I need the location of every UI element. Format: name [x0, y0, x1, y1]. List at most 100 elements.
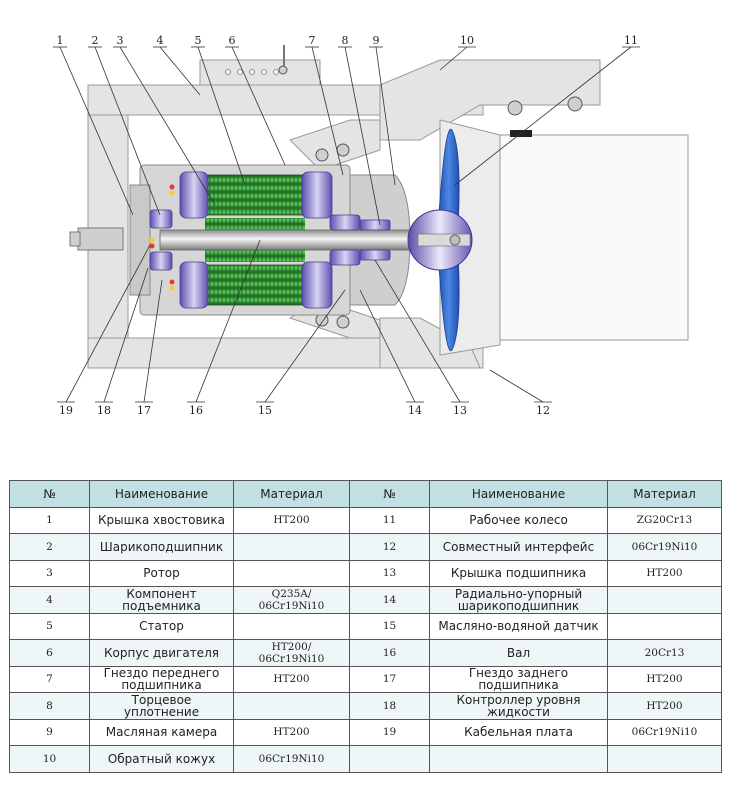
callout-9: 9: [373, 34, 380, 47]
cell-left-material: [233, 612, 350, 640]
callout-19: 19: [59, 404, 73, 417]
callout-13: 13: [453, 404, 467, 417]
cable-gland: [69, 227, 124, 251]
cell-right-material: [607, 612, 722, 640]
cell-right-name: [429, 745, 608, 773]
cell-left-name: Торцевое уплотнение: [89, 692, 234, 720]
cell-left-name: Крышка хвостовика: [89, 506, 234, 534]
bearing-indicator-dots: [149, 184, 175, 291]
cell-right-name: Масляно-водяной датчик: [429, 612, 608, 640]
cell-left-material: Q235A/06Cr19Ni10: [233, 586, 350, 614]
header-name-left: Наименование: [89, 480, 234, 508]
cell-right-no: 12: [349, 533, 430, 561]
cell-left-no: 3: [9, 559, 90, 587]
header-material-right: Материал: [607, 480, 722, 508]
cell-right-no: 18: [349, 692, 430, 720]
rotor: [205, 218, 305, 262]
cell-left-no: 8: [9, 692, 90, 720]
cell-right-material: HT200: [607, 665, 722, 693]
cell-right-no: [349, 745, 430, 773]
header-name-right: Наименование: [429, 480, 608, 508]
cell-right-name: Вал: [429, 639, 608, 667]
bearings: [149, 209, 391, 271]
shroud: [439, 119, 689, 356]
cell-left-material: [233, 692, 350, 720]
cell-left-no: 7: [9, 665, 90, 693]
cell-left-material: HT200: [233, 506, 350, 534]
mixer-cross-section-diagram: 1 2 3 4 5 6 7 8 9 10 11 12 13 14 15 16 1…: [53, 34, 689, 417]
callout-18: 18: [97, 404, 111, 417]
header-material-left: Материал: [233, 480, 350, 508]
cell-left-name: Ротор: [89, 559, 234, 587]
parts-table: № Наименование Материал № Наименование М…: [9, 480, 722, 773]
cell-right-name: Рабочее колесо: [429, 506, 608, 534]
cell-right-material: [607, 745, 722, 773]
cell-left-material: HT200/06Cr19Ni10: [233, 639, 350, 667]
cell-right-no: 13: [349, 559, 430, 587]
cell-left-material: HT200: [233, 718, 350, 746]
callout-16: 16: [189, 404, 203, 417]
cell-left-material: [233, 533, 350, 561]
cell-left-no: 2: [9, 533, 90, 561]
cell-left-no: 4: [9, 586, 90, 614]
cell-left-name: Гнездо переднего подшипника: [89, 665, 234, 693]
callout-10: 10: [460, 34, 474, 47]
cell-left-no: 9: [9, 718, 90, 746]
cell-left-no: 10: [9, 745, 90, 773]
callout-7: 7: [309, 34, 316, 47]
cell-left-no: 1: [9, 506, 90, 534]
stator: [179, 171, 333, 309]
callout-12: 12: [536, 404, 550, 417]
cell-right-material: HT200: [607, 559, 722, 587]
cell-left-no: 5: [9, 612, 90, 640]
callout-leaders: [59, 46, 632, 403]
callout-underlines: [53, 46, 640, 403]
cell-left-no: 6: [9, 639, 90, 667]
cell-right-name: Крышка подшипника: [429, 559, 608, 587]
table-header-row: № Наименование Материал № Наименование М…: [9, 480, 722, 508]
callout-14: 14: [408, 404, 422, 417]
cell-right-no: 14: [349, 586, 430, 614]
cell-left-material: HT200: [233, 665, 350, 693]
cell-right-material: HT200: [607, 692, 722, 720]
cell-right-material: 20Cr13: [607, 639, 722, 667]
cell-left-name: Масляная камера: [89, 718, 234, 746]
cell-right-name: Гнездо заднего подшипника: [429, 665, 608, 693]
cell-right-material: [607, 586, 722, 614]
cell-left-name: Статор: [89, 612, 234, 640]
cell-left-material: [233, 559, 350, 587]
callout-11: 11: [624, 34, 638, 47]
cell-left-material: 06Cr19Ni10: [233, 745, 350, 773]
header-no-right: №: [349, 480, 430, 508]
cell-right-name: Радиально-упорный шарикоподшипник: [429, 586, 608, 614]
callout-3: 3: [117, 34, 124, 47]
callout-5: 5: [195, 34, 202, 47]
cell-left-name: Обратный кожух: [89, 745, 234, 773]
cell-right-name: Совместный интерфейс: [429, 533, 608, 561]
callout-15: 15: [258, 404, 272, 417]
lifting-holes: [225, 69, 279, 75]
callout-6: 6: [229, 34, 236, 47]
callout-4: 4: [157, 34, 164, 47]
cell-right-no: 11: [349, 506, 430, 534]
callout-1: 1: [57, 34, 64, 47]
cell-right-material: 06Cr19Ni10: [607, 718, 722, 746]
callout-8: 8: [342, 34, 349, 47]
cell-left-name: Корпус двигателя: [89, 639, 234, 667]
header-no-left: №: [9, 480, 90, 508]
cell-right-material: ZG20Cr13: [607, 506, 722, 534]
cell-right-material: 06Cr19Ni10: [607, 533, 722, 561]
cell-right-no: 16: [349, 639, 430, 667]
callout-17: 17: [137, 404, 151, 417]
callout-labels: 1 2 3 4 5 6 7 8 9 10 11 12 13 14 15 16 1…: [57, 34, 639, 417]
